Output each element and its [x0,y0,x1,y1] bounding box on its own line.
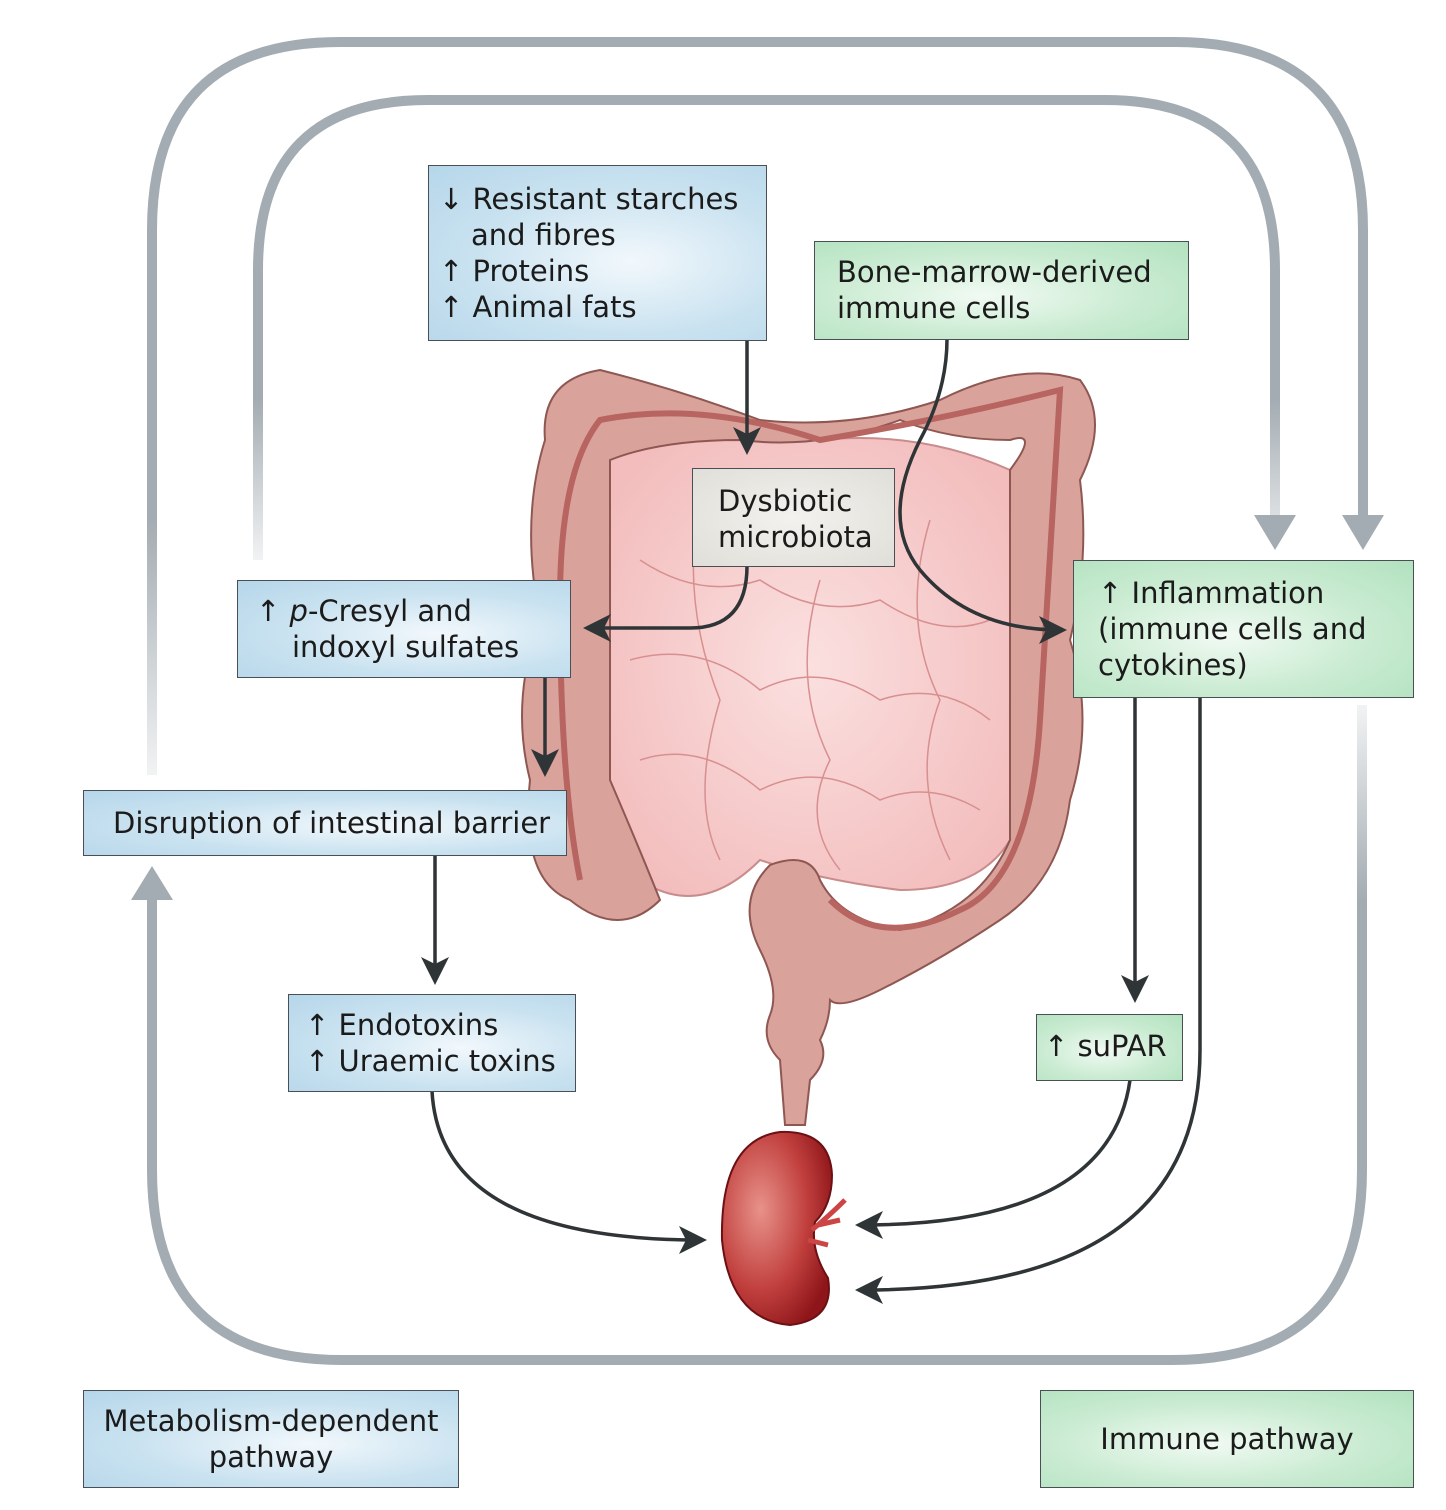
legend-immune-text: Immune pathway [1100,1422,1354,1456]
supar-box: ↑ suPAR [1036,1014,1183,1081]
supar-text: ↑ suPAR [1044,1029,1167,1063]
inflammation-line-2: (immune cells and [1098,612,1367,646]
bone-marrow-line-2: immune cells [837,291,1031,325]
bone-marrow-box: Bone-marrow-derived immune cells [814,241,1189,340]
legend-immune: Immune pathway [1040,1390,1414,1488]
dysbiotic-box: Dysbiotic microbiota [692,468,895,567]
inflammation-line-1: ↑ Inflammation [1098,576,1325,610]
legend-metabolism: Metabolism-dependent pathway [83,1390,459,1488]
kidney-illustration [720,1130,847,1327]
cresyl-line-2: indoxyl sulfates [292,630,520,664]
toxins-box: ↑ Endotoxins ↑ Uraemic toxins [288,994,576,1092]
outer-loop-arrow [147,37,1384,775]
cresyl-box: ↑ p-Cresyl and indoxyl sulfates [237,580,571,678]
diet-line-proteins: ↑ Proteins [439,254,590,288]
toxins-line-endotoxins: ↑ Endotoxins [305,1008,499,1042]
bottom-loop-arrow [131,705,1367,1365]
bone-marrow-line-1: Bone-marrow-derived [837,255,1152,289]
diet-box: ↓ Resistant starches and fibres ↑ Protei… [428,165,767,341]
cresyl-line-1: ↑ p-Cresyl and [256,593,570,629]
dysbiotic-line-1: Dysbiotic [718,484,853,518]
arrow-supar-to-kidney [855,1079,1132,1239]
cresyl-text: -Cresyl and [307,594,472,628]
up-arrow-icon: ↑ [256,594,281,628]
diet-line-fats: ↑ Animal fats [439,290,637,324]
inner-loop-arrow [253,95,1296,560]
barrier-text: Disruption of intestinal barrier [113,806,551,840]
arrow-inflammation-to-kidney [855,697,1202,1304]
cresyl-italic-p: p [289,594,308,628]
dysbiotic-line-2: microbiota [718,520,873,554]
arrow-toxins-to-kidney [430,1090,707,1254]
legend-metabolism-line-1: Metabolism-dependent [103,1404,439,1438]
legend-metabolism-line-2: pathway [208,1440,334,1474]
inflammation-line-3: cytokines) [1098,648,1248,682]
toxins-line-uraemic: ↑ Uraemic toxins [305,1044,556,1078]
inflammation-box: ↑ Inflammation (immune cells and cytokin… [1073,560,1414,698]
arrow-marrow-to-inflammation [898,338,1067,644]
arrow-dysbiotic-to-cresyl [583,565,749,642]
diet-line-fibres: and fibres [471,218,616,252]
barrier-box: Disruption of intestinal barrier [83,790,567,856]
diet-line-starches: ↓ Resistant starches [439,182,739,216]
